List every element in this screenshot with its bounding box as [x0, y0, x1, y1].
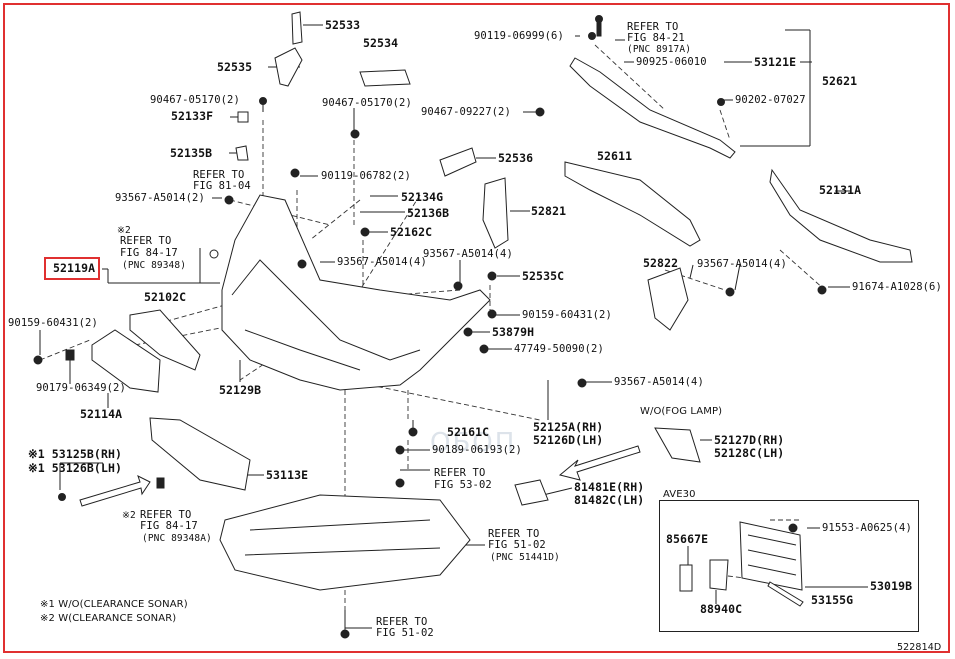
part-label-93567-e[interactable]: 93567-A5014(4)	[614, 376, 704, 388]
footnote-1: ※1 W/O(CLEARANCE SONAR)	[40, 599, 188, 610]
part-label-52621[interactable]: 52621	[822, 74, 858, 88]
part-label-85667E[interactable]: 85667E	[666, 532, 709, 546]
refer-fig84-17a-mark: ※2	[117, 225, 131, 236]
part-label-53879H[interactable]: 53879H	[492, 325, 535, 339]
refer-fig84-17a-line2[interactable]: FIG 84-17	[120, 247, 178, 259]
part-label-90189[interactable]: 90189-06193(2)	[432, 444, 522, 456]
part-label-53121E[interactable]: 53121E	[754, 55, 797, 69]
part-label-91674[interactable]: 91674-A1028(6)	[852, 281, 942, 293]
part-label-52535C[interactable]: 52535C	[522, 269, 565, 283]
part-label-52162C[interactable]: 52162C	[390, 225, 433, 239]
part-label-90467-b[interactable]: 90467-05170(2)	[322, 97, 412, 109]
ave30-inset-box	[659, 500, 919, 632]
refer-fig84-17b-line2[interactable]: FIG 84-17	[140, 520, 198, 532]
part-label-90119-b[interactable]: 90119-06782(2)	[321, 170, 411, 182]
part-label-93567-d[interactable]: 93567-A5014(4)	[697, 258, 787, 270]
part-label-52535[interactable]: 52535	[217, 60, 253, 74]
part-label-90119-a[interactable]: 90119-06999(6)	[474, 30, 564, 42]
refer-fig51-02a-line1[interactable]: REFER TO	[488, 528, 540, 540]
part-label-90159-a[interactable]: 90159-60431(2)	[8, 317, 98, 329]
part-label-53019B[interactable]: 53019B	[870, 579, 913, 593]
part-label-90202[interactable]: 90202-07027	[735, 94, 806, 106]
highlight-box	[44, 257, 100, 280]
part-label-52822[interactable]: 52822	[643, 256, 679, 270]
refer-fig51-02a-line2[interactable]: FIG 51-02	[488, 539, 546, 551]
part-label-90467-a[interactable]: 90467-05170(2)	[150, 94, 240, 106]
refer-fig84-21-line2[interactable]: FIG 84-21	[627, 32, 685, 44]
part-label-52127D[interactable]: 52127D(RH)	[714, 433, 785, 447]
part-label-90159-b[interactable]: 90159-60431(2)	[522, 309, 612, 321]
part-label-52126D[interactable]: 52126D(LH)	[533, 433, 604, 447]
part-label-90467-c[interactable]: 90467-09227(2)	[421, 106, 511, 118]
part-label-90925[interactable]: 90925-06010	[636, 56, 707, 68]
part-label-88940C[interactable]: 88940C	[700, 602, 743, 616]
part-label-81481E[interactable]: 81481E(RH)	[574, 480, 645, 494]
part-label-52128C[interactable]: 52128C(LH)	[714, 446, 785, 460]
part-label-91553[interactable]: 91553-A0625(4)	[822, 522, 912, 534]
part-label-90179[interactable]: 90179-06349(2)	[36, 382, 126, 394]
refer-fig51-02b-line2[interactable]: FIG 51-02	[376, 627, 434, 639]
part-label-52125A[interactable]: 52125A(RH)	[533, 420, 604, 434]
part-label-52134G[interactable]: 52134G	[401, 190, 444, 204]
part-label-52119A[interactable]: 52119A	[53, 261, 96, 275]
part-label-52533[interactable]: 52533	[325, 18, 361, 32]
refer-fig84-21-pnc: (PNC 8917A)	[627, 44, 692, 55]
part-label-53125B[interactable]: ※1 53125B(RH)	[28, 447, 123, 461]
part-label-52129B[interactable]: 52129B	[219, 383, 262, 397]
part-label-52136B[interactable]: 52136B	[407, 206, 450, 220]
watermark: ОБОП	[430, 428, 517, 458]
part-label-52161C[interactable]: 52161C	[447, 425, 490, 439]
part-label-52114A[interactable]: 52114A	[80, 407, 123, 421]
wo-fog-lamp-label: W/O(FOG LAMP)	[640, 406, 723, 417]
refer-fig53-02-line1[interactable]: REFER TO	[434, 467, 486, 479]
refer-fig84-17a-pnc: (PNC 89348)	[122, 260, 187, 271]
part-label-93567-a[interactable]: 93567-A5014(2)	[115, 192, 205, 204]
part-label-47749[interactable]: 47749-50090(2)	[514, 343, 604, 355]
refer-fig81-04-line2[interactable]: FIG 81-04	[193, 180, 251, 192]
refer-fig53-02-line2[interactable]: FIG 53-02	[434, 479, 492, 491]
part-label-81482C[interactable]: 81482C(LH)	[574, 493, 645, 507]
refer-fig51-02b-line1[interactable]: REFER TO	[376, 616, 428, 628]
part-label-52102C[interactable]: 52102C	[144, 290, 187, 304]
part-label-52611[interactable]: 52611	[597, 149, 633, 163]
footnote-2: ※2 W(CLEARANCE SONAR)	[40, 613, 177, 624]
part-label-53113E[interactable]: 53113E	[266, 468, 309, 482]
part-label-93567-c[interactable]: 93567-A5014(4)	[423, 248, 513, 260]
part-label-52131A[interactable]: 52131A	[819, 183, 862, 197]
refer-fig84-17b-mark: ※2	[122, 510, 136, 521]
diagram-frame	[3, 3, 950, 653]
part-label-52133F[interactable]: 52133F	[171, 109, 214, 123]
part-label-52821[interactable]: 52821	[531, 204, 567, 218]
refer-fig51-02a-pnc: (PNC 51441D)	[490, 552, 560, 563]
diagram-id: 522814D	[897, 642, 942, 653]
part-label-52135B[interactable]: 52135B	[170, 146, 213, 160]
part-label-53126B[interactable]: ※1 53126B(LH)	[28, 461, 123, 475]
part-label-93567-b[interactable]: 93567-A5014(4)	[337, 256, 427, 268]
ave30-label: AVE30	[663, 489, 696, 500]
refer-fig84-21-line1[interactable]: REFER TO	[627, 21, 679, 33]
part-label-53155G[interactable]: 53155G	[811, 593, 854, 607]
refer-fig84-17b-line1[interactable]: REFER TO	[140, 509, 192, 521]
refer-fig84-17a-line1[interactable]: REFER TO	[120, 235, 172, 247]
refer-fig81-04-line1[interactable]: REFER TO	[193, 169, 245, 181]
part-label-52536[interactable]: 52536	[498, 151, 534, 165]
part-label-52534[interactable]: 52534	[363, 36, 399, 50]
refer-fig84-17b-pnc: (PNC 89348A)	[142, 533, 212, 544]
